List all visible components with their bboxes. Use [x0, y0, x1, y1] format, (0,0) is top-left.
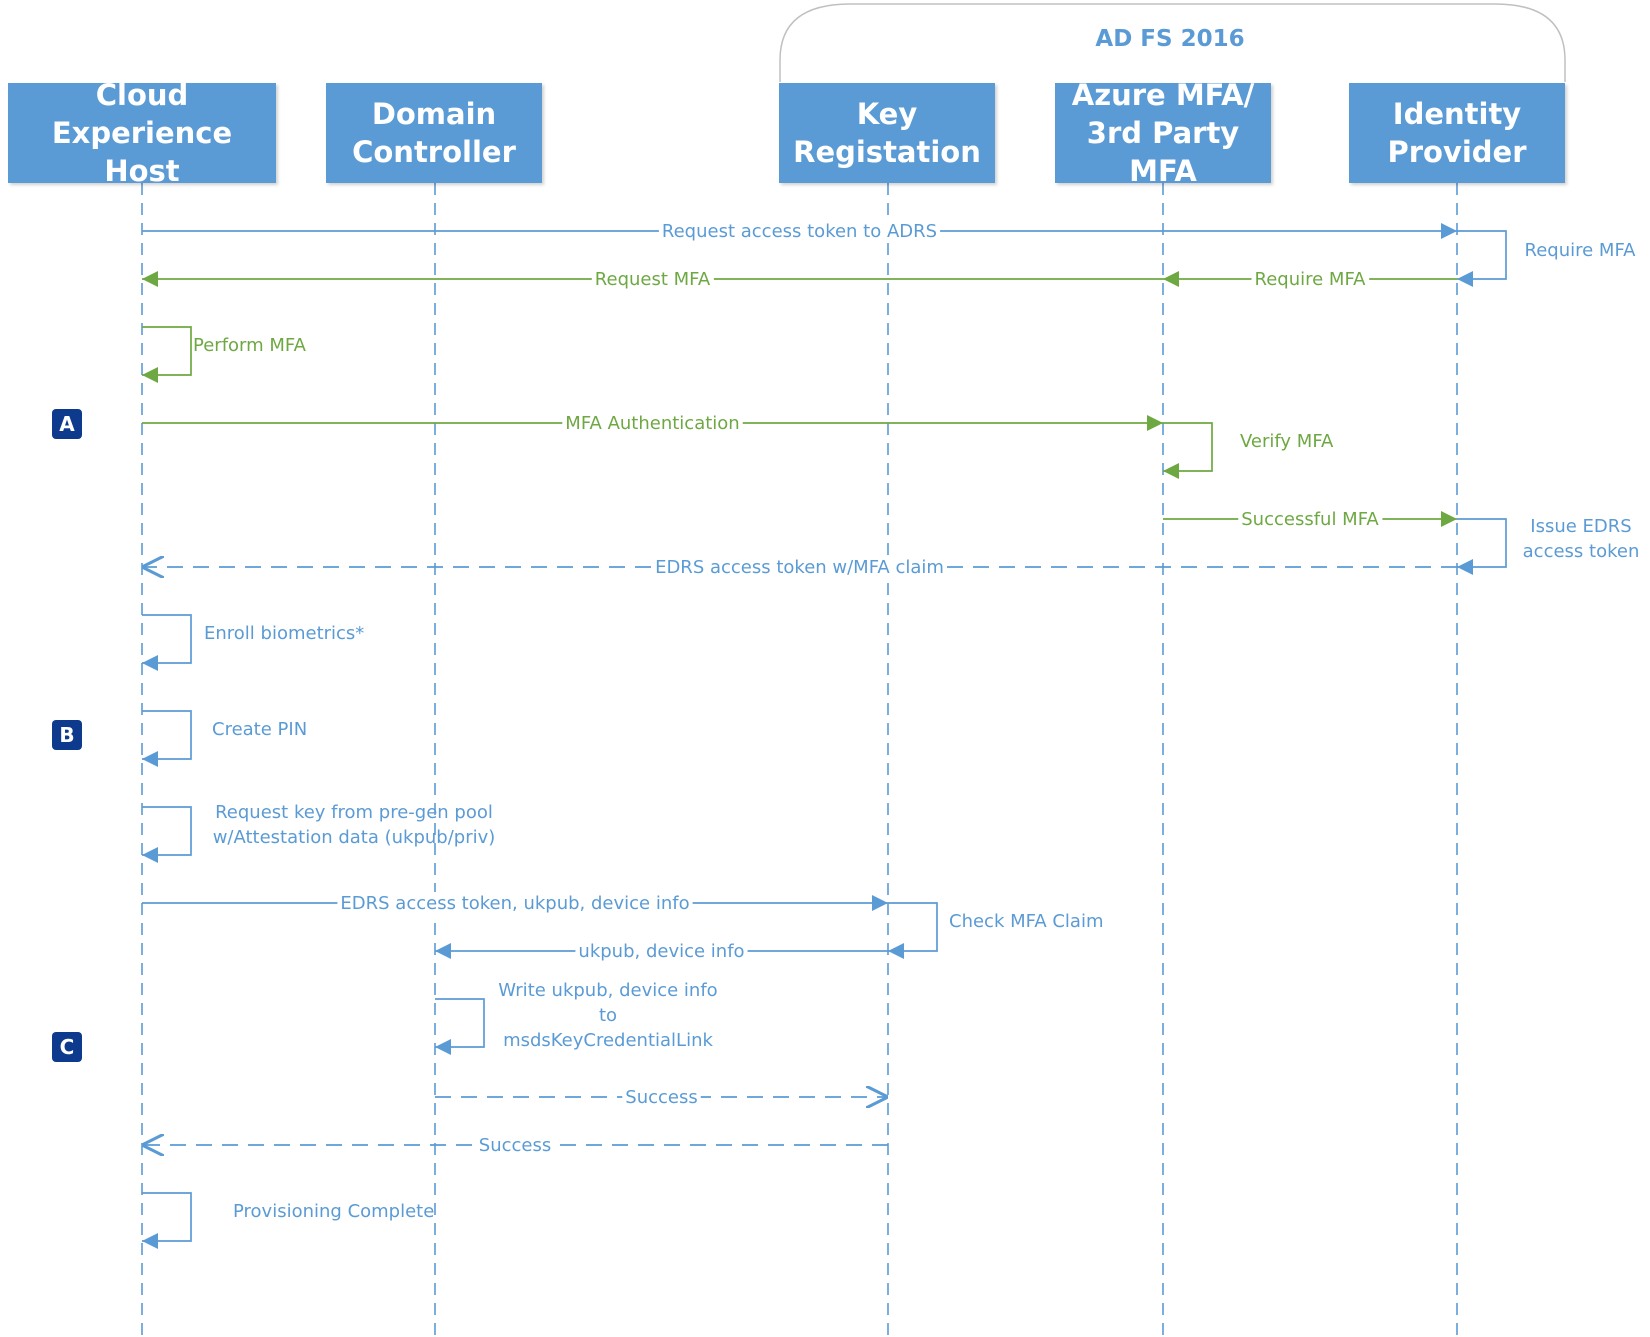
self-loop-arrow	[435, 998, 485, 1055]
group-title: AD FS 2016	[1095, 26, 1245, 52]
self-loop-label: Check MFA Claim	[949, 911, 1104, 932]
message-label: MFA Authentication	[565, 413, 739, 434]
phase-badge-b: B	[52, 720, 82, 750]
message-label: EDRS access token w/MFA claim	[655, 557, 944, 578]
message-label: Request MFA	[595, 269, 711, 290]
actor-domain-controller: Domain Controller	[326, 83, 542, 183]
message-label: Require MFA	[1255, 269, 1367, 290]
actor-identity-provider: Identity Provider	[1349, 83, 1565, 183]
self-loop-arrow	[1457, 230, 1507, 287]
actor-cloud-experience-host: Cloud Experience Host	[8, 78, 276, 188]
self-loop-arrow	[142, 614, 192, 671]
self-loop-label: Perform MFA	[193, 335, 307, 356]
message-label-bg	[658, 220, 941, 243]
actor-azure-mfa: Azure MFA/ 3rd Party MFA	[1055, 78, 1271, 188]
message-label-bg	[1238, 508, 1383, 531]
actor-label-line: 3rd Party MFA	[1086, 116, 1240, 188]
self-loop-label: Provisioning Complete	[233, 1201, 434, 1222]
self-loop-arrow	[888, 902, 938, 959]
message-label: ukpub, device info	[578, 941, 744, 962]
actor-label-line: Controller	[352, 135, 516, 169]
self-loop-arrow	[1457, 518, 1507, 575]
actor-label-line: Key	[856, 97, 918, 131]
actor-label-line: Azure MFA/	[1071, 78, 1255, 112]
message-label: Success	[625, 1087, 697, 1108]
message-label-bg	[562, 412, 743, 435]
self-loop-label: Require MFA	[1525, 240, 1637, 261]
group-bracket-adfs	[779, 3, 1566, 82]
actor-label-line: Provider	[1387, 135, 1527, 169]
phase-badge-c: C	[52, 1032, 82, 1062]
actor-label-line: Registation	[793, 135, 981, 169]
actor-label-line: Host	[104, 154, 180, 188]
actor-key-registration: Key Registation	[779, 83, 995, 183]
message-label-bg	[622, 1086, 701, 1109]
actor-label-line: Identity	[1392, 97, 1522, 131]
message-label-bg	[575, 940, 748, 963]
self-loop-arrow	[142, 710, 192, 767]
message-label-bg	[652, 556, 947, 579]
self-loop-arrow	[142, 1192, 192, 1249]
message-label-bg	[337, 892, 693, 915]
phase-badge-a: A	[52, 409, 82, 439]
message-label-bg	[1251, 268, 1370, 291]
actor-label-line: Domain	[371, 97, 497, 131]
actor-label-line: Cloud Experience	[51, 78, 233, 150]
message-label-bg	[591, 268, 714, 291]
self-loop-label: Verify MFA	[1240, 431, 1334, 452]
message-label: Success	[479, 1135, 551, 1156]
message-label: Request access token to ADRS	[662, 221, 937, 242]
message-label: EDRS access token, ukpub, device info	[340, 893, 689, 914]
self-loop-arrow	[142, 806, 192, 863]
message-label-bg	[475, 1134, 555, 1157]
self-loop-arrow	[1163, 422, 1213, 479]
self-loop-label: Enroll biometrics*	[204, 623, 364, 644]
self-loop-label: Create PIN	[212, 719, 307, 740]
self-loop-arrow	[142, 326, 192, 383]
message-label: Successful MFA	[1241, 509, 1379, 530]
